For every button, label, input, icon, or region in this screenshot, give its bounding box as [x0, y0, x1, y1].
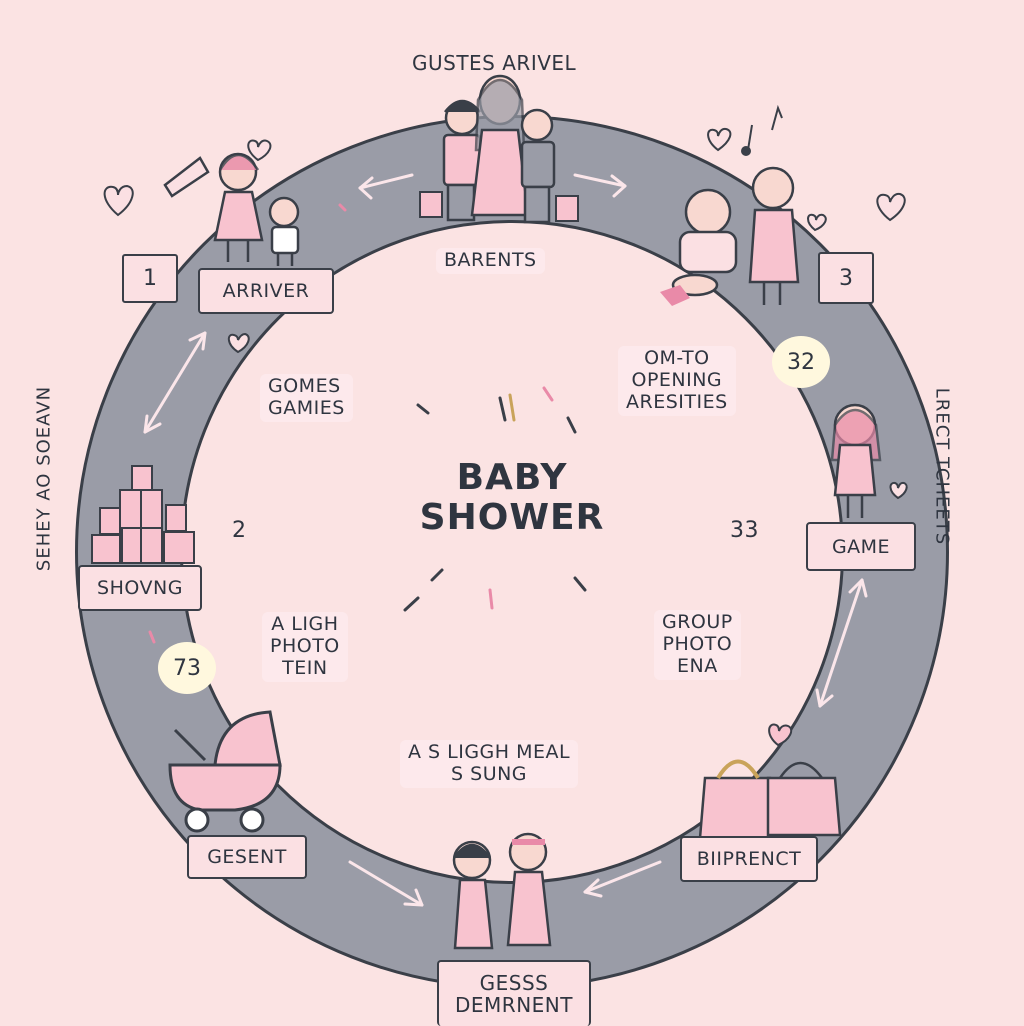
center-title-line-1: BABY [456, 457, 568, 498]
meal-label-line-1: A S LIGGH MEAL [408, 741, 571, 763]
center-title-line-2: SHOWER [419, 496, 605, 538]
arrival-station: ARRIVER [198, 268, 334, 314]
left-side-text: SEHEY AO SOEAVN [33, 385, 55, 572]
light-photo-label-line-1: A LIGH [271, 613, 339, 635]
gift-stack-icon [91, 465, 195, 564]
opening-label-line-3: ARESITIES [626, 390, 728, 413]
light-photo-label: A LIGH PHOTO TEIN [262, 612, 348, 682]
meal-label: A S LIGGH MEAL S SUNG [400, 740, 579, 788]
two-girls-figure [452, 832, 552, 950]
girl-figure [830, 403, 882, 518]
inner-number-2: 2 [232, 518, 247, 543]
games-label: GOMES GAMIES [260, 374, 353, 422]
inner-number-33: 33 [730, 518, 759, 543]
right-side-text: LRECT TCHEETS [931, 387, 953, 546]
opening-label: OM-TO OPENING ARESITIES [618, 346, 736, 416]
woman-figure [748, 166, 800, 305]
meal-label-line-2: S SUNG [451, 762, 528, 785]
game-station: GAME [806, 522, 916, 571]
light-photo-label-line-3: TEIN [282, 656, 328, 679]
music-note-icon [741, 104, 783, 156]
family-group-figure [442, 74, 556, 224]
opening-label-line-2: OPENING [631, 368, 723, 391]
bottom-station-line-2: DEMRNENT [455, 993, 573, 1017]
parents-label: BARENTS [436, 248, 545, 274]
number-bubble-73: 73 [158, 642, 216, 694]
bottom-station-line-1: GESSS [479, 971, 549, 995]
arrow-icon [143, 173, 868, 907]
showing-station: SHOVNG [78, 565, 202, 611]
group-photo-label-line-1: GROUP [662, 611, 733, 633]
gift-box-icon [419, 191, 579, 222]
step-number-3: 3 [818, 252, 874, 304]
light-photo-label-line-2: PHOTO [270, 634, 340, 657]
gesent-station: GESENT [187, 835, 307, 879]
confetti-decoration [148, 203, 587, 644]
games-label-line-2: GAMIES [268, 396, 345, 419]
opening-label-line-1: OM-TO [644, 347, 710, 369]
group-photo-label-line-3: ENA [677, 654, 718, 677]
shopping-bag-icon [698, 759, 842, 840]
center-title: BABY SHOWER [362, 458, 662, 537]
group-photo-label: GROUP PHOTO ENA [654, 610, 741, 680]
bottom-station: GESSS DEMRNENT [437, 960, 591, 1026]
step-number-1: 1 [122, 254, 178, 303]
pacifier-icon [163, 156, 210, 198]
number-bubble-32: 32 [772, 336, 830, 388]
group-photo-label-line-2: PHOTO [662, 632, 733, 655]
baby-stroller-icon [168, 710, 282, 833]
mother-child-figure [213, 152, 300, 266]
heart-icon [103, 127, 908, 747]
games-label-line-1: GOMES [268, 375, 341, 397]
top-title: GUSTES ARIVEL [412, 51, 577, 75]
baby-figure [660, 188, 738, 306]
biiprenct-station: BIIPRENCT [680, 836, 818, 882]
